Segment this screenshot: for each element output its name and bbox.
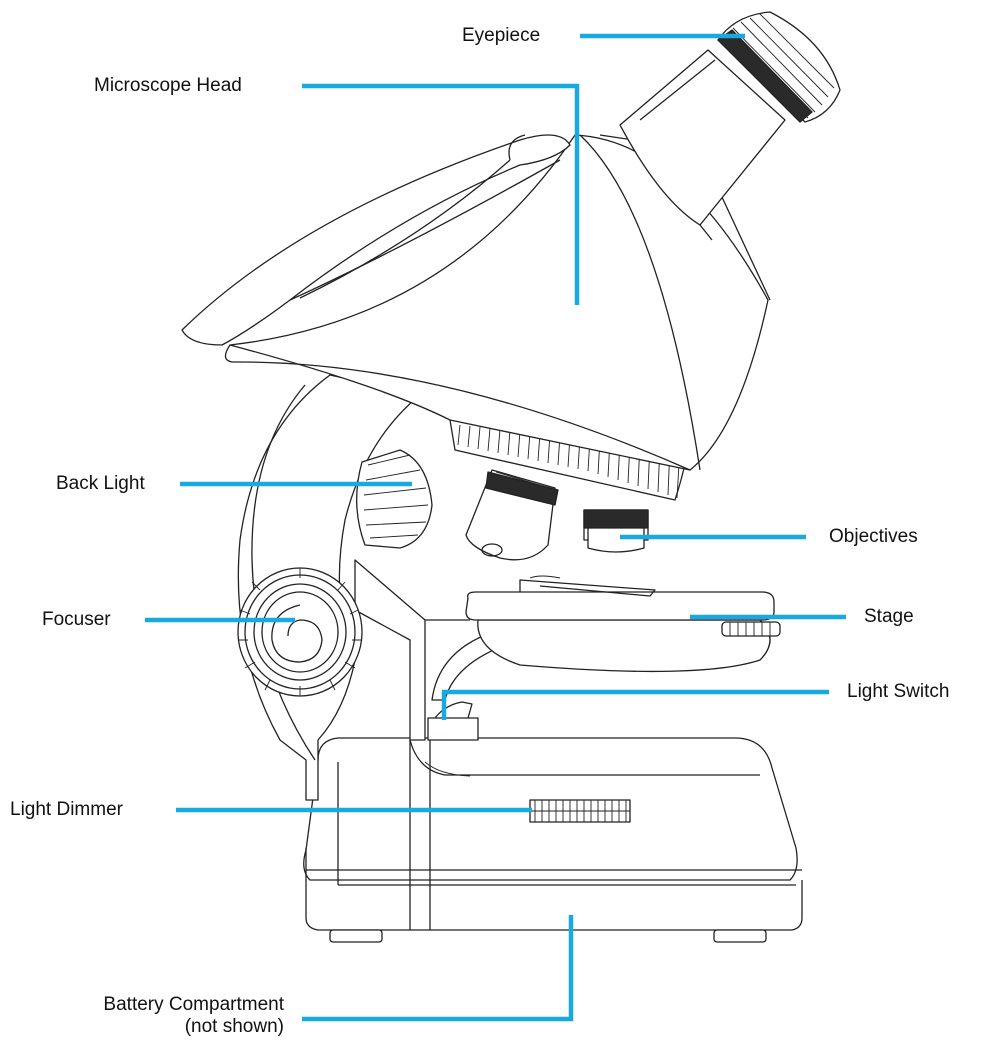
focuser-knob: [237, 567, 363, 697]
label-light-dimmer: Light Dimmer: [10, 799, 123, 820]
objective-lens-rear: [583, 509, 649, 553]
objective-lens-front: [465, 469, 559, 561]
microscope-drawing: [181, 11, 841, 943]
stage: [465, 575, 781, 673]
label-microscope-head: Microscope Head: [94, 75, 242, 96]
label-stage: Stage: [864, 606, 914, 627]
eyepiece: [619, 11, 841, 241]
leader-lines: [145, 33, 846, 1022]
leader-light-switch: [441, 689, 829, 720]
label-light-switch: Light Switch: [847, 681, 950, 702]
back-light-knob: [356, 449, 433, 549]
label-battery-line2: (not shown): [184, 1016, 284, 1037]
leader-battery: [302, 915, 574, 1022]
label-back-light: Back Light: [56, 473, 145, 494]
label-battery-compartment: Battery Compartment (not shown): [0, 994, 284, 1038]
label-eyepiece: Eyepiece: [462, 25, 541, 46]
light-switch: [427, 701, 479, 741]
light-dimmer-wheel: [529, 799, 631, 823]
base: [303, 737, 803, 943]
label-focuser: Focuser: [42, 609, 111, 630]
label-battery-line1: Battery Compartment: [103, 994, 284, 1015]
leader-head: [302, 83, 580, 305]
label-objectives: Objectives: [829, 526, 918, 547]
